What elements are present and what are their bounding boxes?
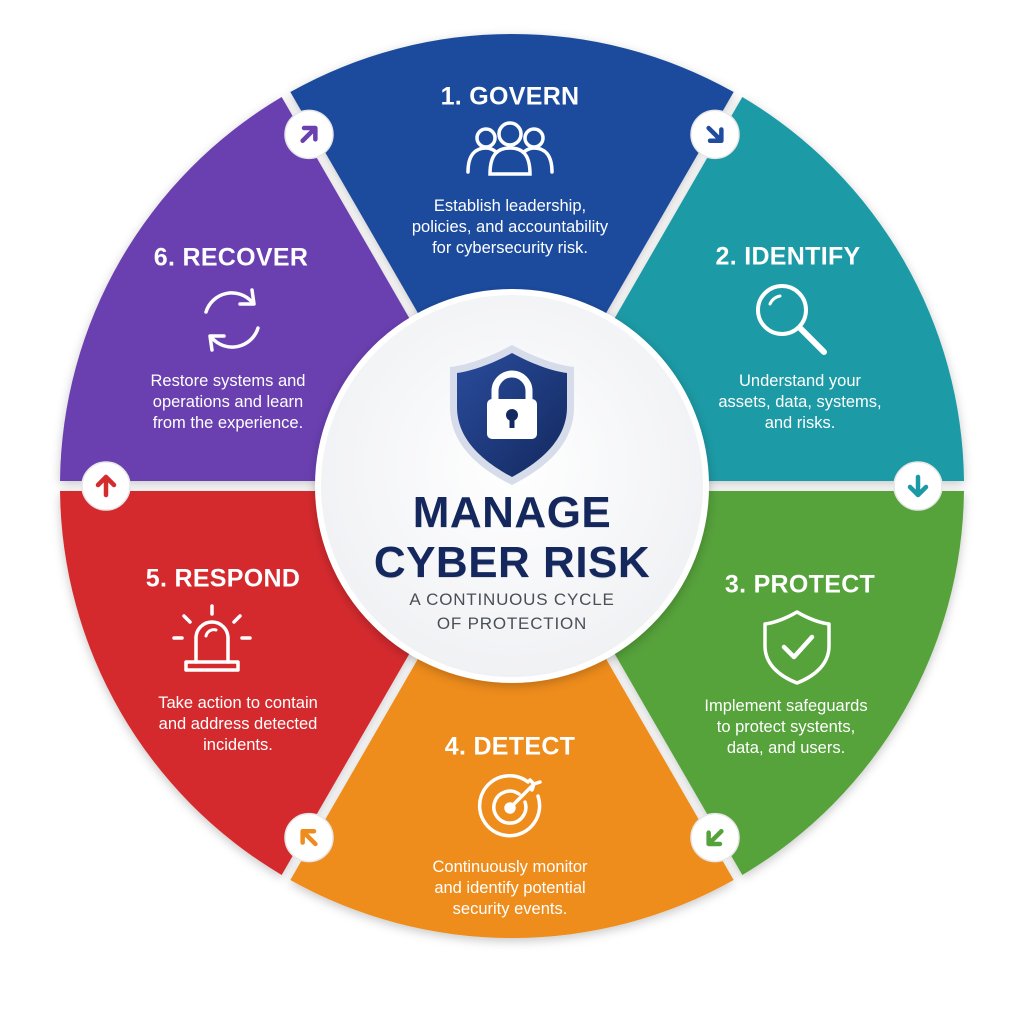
cycle-arrows-icon [204,288,260,352]
segment-protect-title: 3. PROTECT [724,570,876,599]
segment-govern [290,33,734,330]
arrow-down-right-icon [690,109,740,160]
arrow-down-icon [893,461,943,511]
target-icon [477,774,542,838]
segment-detect-description: Continuously monitor and identify potent… [432,858,588,918]
segment-respond [60,491,419,875]
segment-respond-title: 5. RESPOND [145,564,301,593]
center-subtitle-line-1: A CONTINUOUS CYCLE [409,590,615,609]
center-subtitle-line-2: OF PROTECTION [436,614,588,633]
segment-recover-title: 6. RECOVER [153,243,309,272]
segment-govern-description: Establish leadership, policies, and acco… [411,197,609,257]
shield-lock-icon [450,345,574,485]
alarm-siren-icon [172,604,252,672]
segment-respond-description: Take action to contain and address detec… [158,694,318,754]
arrow-up-icon [81,461,131,511]
segment-protect-description: Implement safeguards to protect systents… [704,697,868,757]
segment-identify [605,97,964,481]
shield-check-icon [763,610,831,685]
center-title-line-1: MANAGE [412,488,612,537]
arrow-down-left-icon [690,812,740,863]
segment-detect-title: 4. DETECT [444,732,576,761]
arrow-up-left-icon [284,812,334,863]
arrow-up-right-icon [284,109,334,160]
center-title-line-2: CYBER RISK [373,538,651,587]
segment-protect [605,491,964,875]
segment-identify-description: Understand your assets, data, systems, a… [718,372,882,432]
magnifier-icon [756,284,827,355]
segment-govern-title: 1. GOVERN [440,82,580,111]
center-disc [315,289,709,683]
segment-recover [60,97,419,481]
people-group-icon [466,121,554,176]
segment-recover-description: Restore systems and operations and learn… [150,372,306,432]
segment-identify-title: 2. IDENTIFY [715,242,861,271]
